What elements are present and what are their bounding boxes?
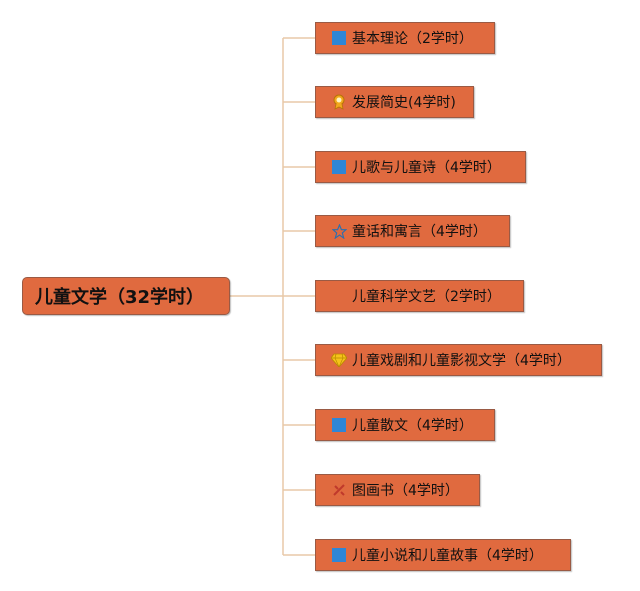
- topic-label: 图画书（4学时）: [352, 483, 459, 499]
- root-topic-label: 儿童文学（32学时）: [35, 287, 205, 308]
- topic-label: 童话和寓言（4学时）: [352, 224, 487, 240]
- blue-square-icon: [331, 417, 347, 433]
- topic-fairy-tales-fables[interactable]: 童话和寓言（4学时）: [315, 215, 510, 247]
- root-topic[interactable]: 儿童文学（32学时）: [22, 277, 230, 315]
- topic-picture-books[interactable]: 图画书（4学时）: [315, 474, 480, 506]
- topic-prose[interactable]: 儿童散文（4学时）: [315, 409, 495, 441]
- topic-science-literature[interactable]: 儿童科学文艺（2学时）: [315, 280, 524, 312]
- topic-nursery-rhymes-poems[interactable]: 儿歌与儿童诗（4学时）: [315, 151, 526, 183]
- topic-history[interactable]: 发展简史(4学时): [315, 86, 474, 118]
- diamond-gem-icon: [331, 352, 347, 368]
- topic-label: 儿童散文（4学时）: [352, 418, 473, 434]
- star-outline-icon: [331, 223, 347, 239]
- topic-label: 儿童戏剧和儿童影视文学（4学时）: [352, 353, 571, 369]
- topic-label: 儿童小说和儿童故事（4学时）: [352, 548, 543, 564]
- blue-square-icon: [331, 30, 347, 46]
- award-medal-icon: [331, 94, 347, 110]
- topic-drama-film[interactable]: 儿童戏剧和儿童影视文学（4学时）: [315, 344, 602, 376]
- topic-novels-stories[interactable]: 儿童小说和儿童故事（4学时）: [315, 539, 571, 571]
- pencil-ruler-icon: [331, 482, 347, 498]
- topic-label: 发展简史(4学时): [352, 95, 456, 111]
- topic-label: 儿童科学文艺（2学时）: [352, 289, 501, 305]
- topic-basic-theory[interactable]: 基本理论（2学时）: [315, 22, 495, 54]
- topic-label: 基本理论（2学时）: [352, 31, 473, 47]
- topic-label: 儿歌与儿童诗（4学时）: [352, 160, 501, 176]
- blue-square-icon: [331, 159, 347, 175]
- blue-square-icon: [331, 547, 347, 563]
